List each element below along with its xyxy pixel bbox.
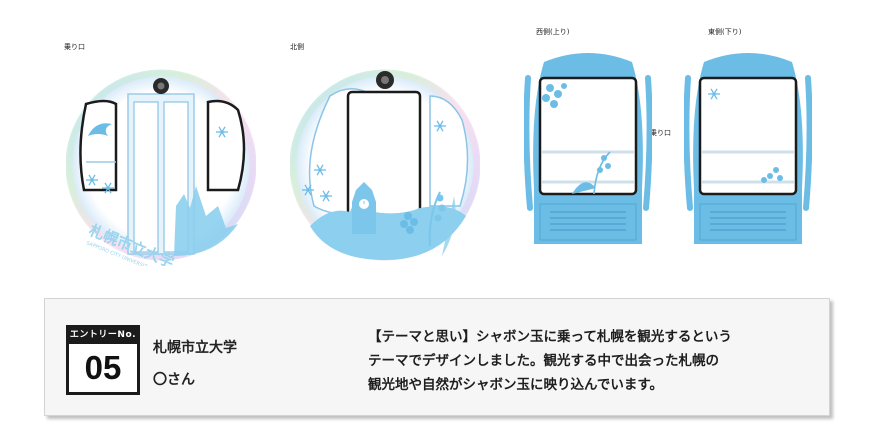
lilac-icon: [400, 212, 418, 234]
gondola-west-illustration: [524, 53, 652, 244]
concept-text: 【テーマと思い】シャボン玉に乗って札幌を観光するという テーマでデザインしました…: [368, 325, 732, 397]
member-name: 〇さん: [153, 372, 195, 388]
concept-line: 観光地や自然がシャボン玉に映り込んでいます。: [368, 377, 663, 393]
north-view-label: 北側: [290, 43, 304, 51]
lilac-icon: [542, 83, 567, 108]
lilac-icon: [761, 167, 783, 183]
concept-line: テーマでデザインしました。観光する中で出会った札幌の: [368, 353, 719, 369]
crane-icon: [88, 123, 112, 136]
concept-line: 【テーマと思い】シャボン玉に乗って札幌を観光するという: [368, 329, 732, 345]
front-view-label: 乗り口: [64, 43, 85, 51]
camera-icon: [153, 78, 169, 94]
west-view-label: 西側(上り): [536, 28, 570, 36]
lily-of-the-valley-icon: [428, 191, 456, 256]
clock-tower-icon: [352, 182, 376, 234]
east-view-label: 東側(下り): [708, 28, 742, 36]
entry-label: エントリーNo.: [69, 328, 137, 344]
entry-number-box: エントリーNo. 05: [66, 325, 140, 395]
camera-icon: [376, 71, 394, 89]
team-name: 札幌市立大学: [153, 340, 237, 356]
entry-info-card: [44, 298, 830, 416]
gondola-north-illustration: [290, 69, 480, 261]
lily-of-the-valley-icon: [572, 151, 611, 195]
gondola-east-illustration: [684, 53, 812, 244]
side-door-label: 乗り口: [650, 129, 671, 137]
entry-number: 05: [84, 349, 122, 386]
gondola-front-illustration: 札幌市立大学 SAPPORO CITY UNIVERSITY: [66, 69, 256, 266]
